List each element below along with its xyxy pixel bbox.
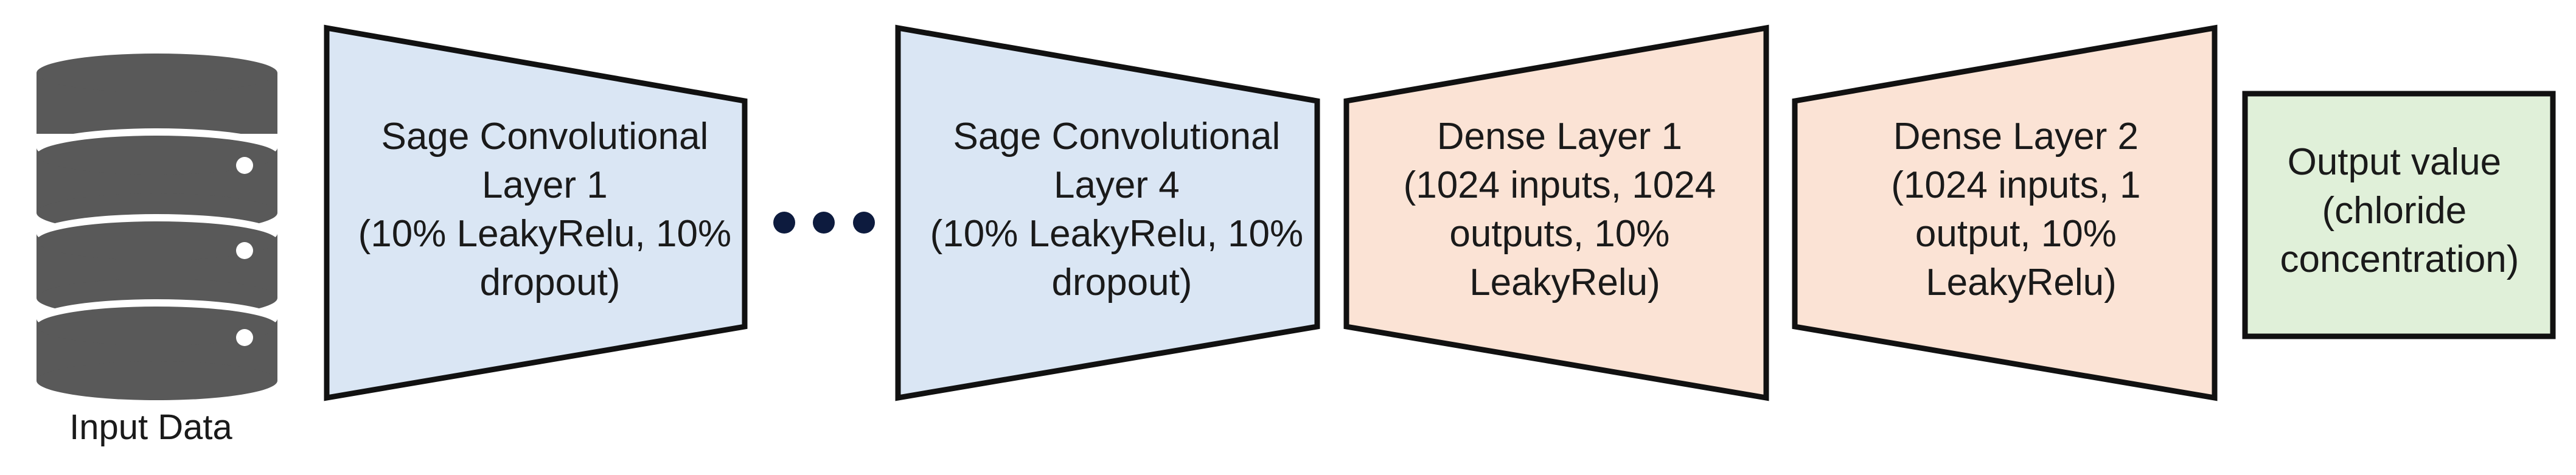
sage-conv-layer-1-label: Sage Convolutional Layer 1 (10% LeakyRel… [358, 116, 742, 303]
sage-conv-layer-4-label: Sage Convolutional Layer 4 (10% LeakyRel… [930, 116, 1314, 303]
sage-conv-layer-1-shape [324, 24, 748, 401]
input-data-label: Input Data [69, 407, 232, 447]
database-icon [37, 54, 277, 400]
ellipsis-dots-icon [773, 212, 875, 234]
sage-conv-layer-4-shape [895, 24, 1320, 401]
dense-layer-1-label: Dense Layer 1 (1024 inputs, 1024 outputs… [1404, 116, 1727, 303]
dense-layer-2-label: Dense Layer 2 (1024 inputs, 1 output, 10… [1891, 116, 2151, 303]
dense-layer-1-shape [1343, 24, 1769, 401]
output-value-box [2242, 91, 2556, 339]
output-value-label: Output value (chloride concentration) [2280, 141, 2519, 280]
dense-layer-2-shape [1792, 24, 2218, 401]
